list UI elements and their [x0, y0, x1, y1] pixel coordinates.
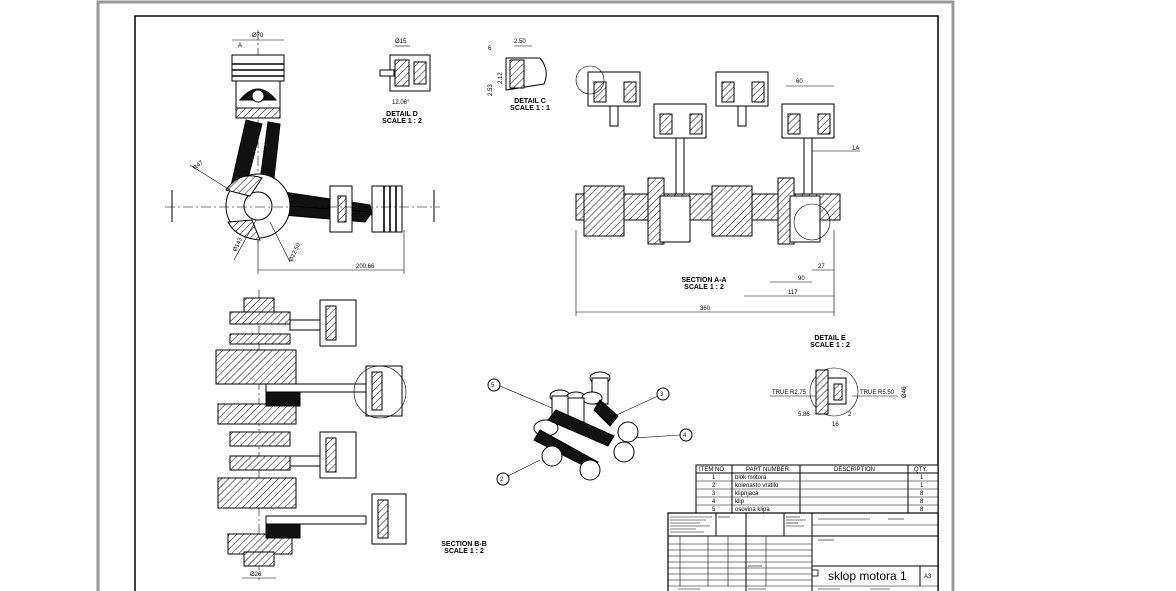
title-block: sklop motora 1 A3	[667, 512, 939, 591]
isometric-view	[533, 371, 639, 481]
section-bb-caption-2: SCALE 1 : 2	[444, 548, 484, 555]
detail-e-dim-r2-75: TRUE R2.75	[772, 390, 807, 396]
sheet-size: A3	[924, 574, 932, 580]
detail-c-dim-6: 6	[488, 46, 492, 52]
bom-header-desc: DESCRIPTION	[834, 467, 875, 473]
bom-row: 4 klip 8	[712, 499, 924, 505]
bom-header-part: PART NUMBER	[746, 467, 790, 473]
detail-d-caption-2: SCALE 1 : 2	[382, 118, 422, 125]
section-bb-view: Ø26 SECTION B-B SCALE 1 : 2	[215, 290, 487, 580]
detail-e-view: DETAIL E SCALE 1 : 2 TRUE R2.75 TRUE R5.…	[770, 335, 908, 428]
detail-d-caption-1: DETAIL D	[386, 111, 418, 118]
bom-cell: 1	[920, 483, 924, 489]
inner-frame	[134, 15, 939, 591]
detail-c-view: 2.50 6 2.53 2.12 DETAIL C SCALE 1 : 1	[488, 39, 550, 112]
front-view: Ø70 A R47 Ø143 Ø22.50 200.66	[165, 30, 440, 274]
bom-cell: klip	[735, 499, 745, 505]
detail-c-dim-2-50: 2.50	[514, 39, 526, 45]
dim-length-200-66: 200.66	[356, 264, 375, 270]
bom-row: 1 blok motora 1	[712, 475, 924, 481]
bom-table: ITEM NO. PART NUMBER DESCRIPTION QTY. 1 …	[695, 464, 939, 514]
detail-e-dim-diameter-46: Ø46	[902, 386, 908, 398]
bom-cell: 8	[920, 491, 924, 497]
dim-section-a-marker: A	[238, 43, 242, 49]
aa-dim-1a: 1A	[852, 146, 859, 152]
bom-cell: kolenasto vratilo	[735, 483, 779, 489]
bom-cell: osovina klipa	[735, 507, 770, 513]
bom-cell: 2	[712, 483, 716, 489]
detail-d-dim-angle: 12.06°	[392, 100, 410, 106]
aa-dim-27: 27	[818, 264, 825, 270]
bb-dim-diameter-26: Ø26	[250, 572, 262, 578]
bom-cell: 1	[920, 475, 924, 481]
detail-d-dim-15: Ø15	[395, 39, 407, 45]
detail-e-dim-16: 16	[832, 422, 839, 428]
section-aa-caption-2: SCALE 1 : 2	[684, 284, 724, 291]
bom-row: 5 osovina klipa 8	[712, 507, 924, 513]
bom-cell: 8	[920, 499, 924, 505]
bom-cell: 4	[712, 499, 716, 505]
detail-c-dim-2-12: 2.12	[498, 72, 504, 84]
aa-dim-90: 90	[798, 276, 805, 282]
bom-header-item: ITEM NO.	[699, 467, 726, 473]
detail-e-caption-1: DETAIL E	[814, 335, 846, 342]
dim-diameter-70: Ø70	[252, 33, 264, 39]
detail-c-caption-2: SCALE 1 : 1	[510, 105, 550, 112]
balloon-4: 4	[683, 433, 687, 439]
section-aa-caption-1: SECTION A-A	[681, 277, 726, 284]
bom-cell: blok motora	[735, 475, 767, 481]
balloon-3: 3	[660, 392, 664, 398]
detail-e-dim-5-86: 5.86	[798, 412, 810, 418]
detail-d-view: Ø15 12.06° DETAIL D SCALE 1 : 2	[379, 39, 431, 125]
detail-c-caption-1: DETAIL C	[514, 98, 546, 105]
bom-cell: 1	[712, 475, 716, 481]
bom-row: 2 kolenasto vratilo 1	[712, 483, 924, 489]
bom-cell: 3	[712, 491, 716, 497]
section-aa-view: 60 1A 90 27 117 360 SECTION A-A SCALE 1 …	[575, 65, 860, 316]
bom-row: 3 klipnjaca 8	[712, 491, 924, 497]
balloon-5: 5	[491, 383, 495, 389]
dim-diameter-143: Ø143	[232, 236, 244, 252]
aa-dim-60: 60	[796, 79, 803, 85]
balloons: 5 3 4 2	[487, 378, 693, 486]
detail-c-dim-2-53: 2.53	[488, 84, 494, 96]
drawing-title: sklop motora 1	[828, 569, 907, 583]
detail-e-dim-2: 2	[848, 412, 852, 418]
bom-cell: 5	[712, 507, 716, 513]
detail-e-caption-2: SCALE 1 : 2	[810, 342, 850, 349]
bom-cell: klipnjaca	[735, 491, 759, 497]
bom-cell: 8	[920, 507, 924, 513]
aa-dim-117: 117	[788, 290, 798, 296]
section-bb-caption-1: SECTION B-B	[441, 541, 487, 548]
balloon-2: 2	[500, 477, 504, 483]
detail-e-dim-r5-50: TRUE R5.50	[860, 390, 895, 396]
bom-header-qty: QTY.	[914, 467, 928, 473]
aa-dim-360: 360	[700, 306, 711, 312]
